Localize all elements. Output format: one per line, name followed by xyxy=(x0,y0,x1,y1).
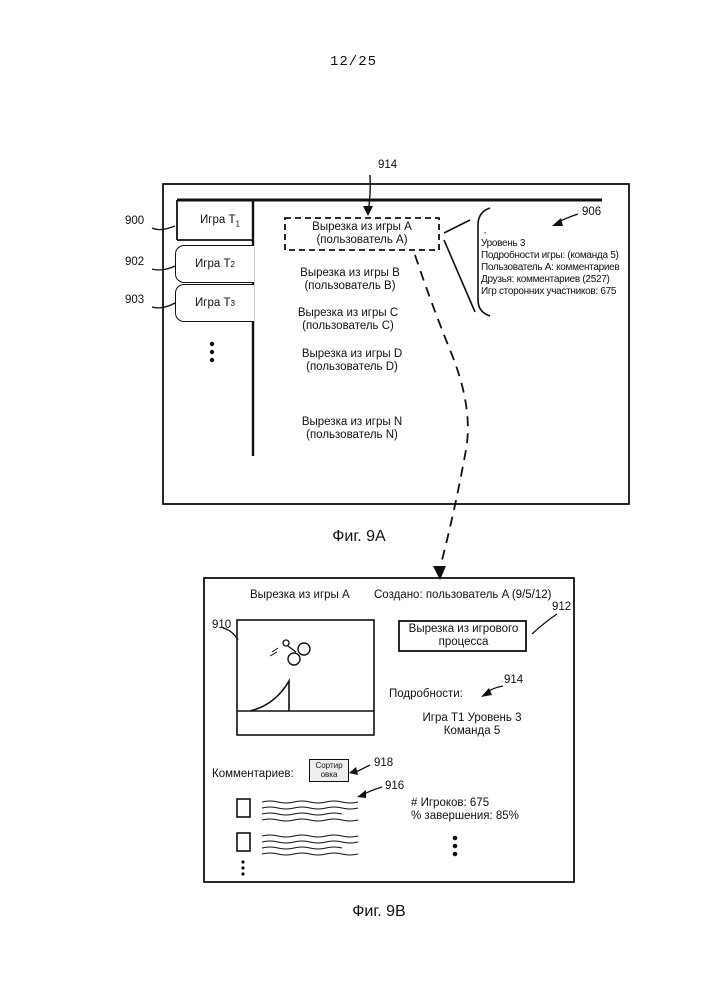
tab-game-t3-label: Игра T xyxy=(195,297,230,309)
fig9b-caption: Фиг. 9B xyxy=(324,903,434,921)
stats-players: # Игроков: 675 xyxy=(411,797,489,810)
clip-d-user: (пользователь D) xyxy=(282,361,422,374)
comment-avatar-2 xyxy=(237,833,250,851)
comment-text-lines-1 xyxy=(262,801,358,821)
ref-916-label: 916 xyxy=(385,780,404,793)
gameplay-clip-line1: Вырезка из игрового xyxy=(399,623,528,636)
clip-c-user: (пользователь C) xyxy=(278,320,418,333)
clip-title: Вырезка из игры A xyxy=(250,589,350,602)
ref-902-label: 902 xyxy=(125,256,144,269)
ref-914b-label: 914 xyxy=(504,674,523,687)
tab-game-t2-label: Игра T xyxy=(195,258,230,270)
details-game-info: Подробности игры: (команда 5) xyxy=(481,250,629,262)
stats-completion: % завершения: 85% xyxy=(411,810,519,823)
ref-903-label: 903 xyxy=(125,294,144,307)
clip-list-item-d[interactable]: Вырезка из игры D (пользователь D) xyxy=(282,348,422,374)
sort-button-line2: овка xyxy=(310,770,348,779)
details-panel: Уровень 3 Подробности игры: (команда 5) … xyxy=(481,238,629,298)
tab-game-t1[interactable]: Игра T1 xyxy=(200,214,240,230)
video-preview xyxy=(237,620,374,735)
clip-list-item-c[interactable]: Вырезка из игры C (пользователь C) xyxy=(278,307,418,333)
fig9a-more-tabs-dot xyxy=(210,342,214,346)
ref-912-label: 912 xyxy=(552,601,571,614)
comment-text-lines-2 xyxy=(262,835,358,855)
gameplay-clip-button[interactable]: Вырезка из игрового процесса xyxy=(399,623,528,649)
tab-game-t3[interactable]: Игра T3 xyxy=(175,284,254,322)
created-by: Создано: пользователь A (9/5/12) xyxy=(374,589,551,602)
clip-list-item-a[interactable]: Вырезка из игры A (пользователь A) xyxy=(286,221,438,247)
clip-a-title: Вырезка из игры A xyxy=(286,221,438,234)
clip-c-title: Вырезка из игры C xyxy=(278,307,418,320)
clip-b-title: Вырезка из игры B xyxy=(280,267,420,280)
clip-list-item-b[interactable]: Вырезка из игры B (пользователь B) xyxy=(280,267,420,293)
comment-avatar-1 xyxy=(237,799,250,817)
ref-918-label: 918 xyxy=(374,757,393,770)
details-level: Уровень 3 xyxy=(481,238,629,250)
ref-906-label: 906 xyxy=(582,206,601,219)
details-user-comments: Пользователь A: комментариев xyxy=(481,262,629,274)
sort-button[interactable]: Сортир овка xyxy=(309,759,349,782)
details-game-level: Игра T1 Уровень 3 Команда 5 xyxy=(410,712,534,738)
ref-910-label: 910 xyxy=(212,619,231,632)
clip-b-user: (пользователь B) xyxy=(280,280,420,293)
clip-a-user: (пользователь A) xyxy=(286,234,438,247)
ref-900-label: 900 xyxy=(125,215,144,228)
clip-n-title: Вырезка из игры N xyxy=(282,416,422,429)
details-third-party-games: Игр сторонних участников: 675 xyxy=(481,286,629,298)
details-line-1: Игра T1 Уровень 3 xyxy=(410,712,534,725)
tab-game-t1-label: Игра T xyxy=(200,214,235,226)
comments-label: Комментариев: xyxy=(212,768,294,781)
sort-button-line1: Сортир xyxy=(310,761,348,770)
clip-d-title: Вырезка из игры D xyxy=(282,348,422,361)
fig9a-to-fig9b-connector xyxy=(415,255,468,568)
details-friends-comments: Друзья: комментариев (2527) xyxy=(481,274,629,286)
clip-list-item-n[interactable]: Вырезка из игры N (пользователь N) xyxy=(282,416,422,442)
details-line-2: Команда 5 xyxy=(410,725,534,738)
details-label: Подробности: xyxy=(389,688,463,701)
clip-n-user: (пользователь N) xyxy=(282,429,422,442)
gameplay-clip-line2: процесса xyxy=(399,636,528,649)
ref-914-label: 914 xyxy=(378,159,397,172)
tab-game-t2[interactable]: Игра T2 xyxy=(175,245,254,283)
fig9a-caption: Фиг. 9A xyxy=(304,528,414,546)
